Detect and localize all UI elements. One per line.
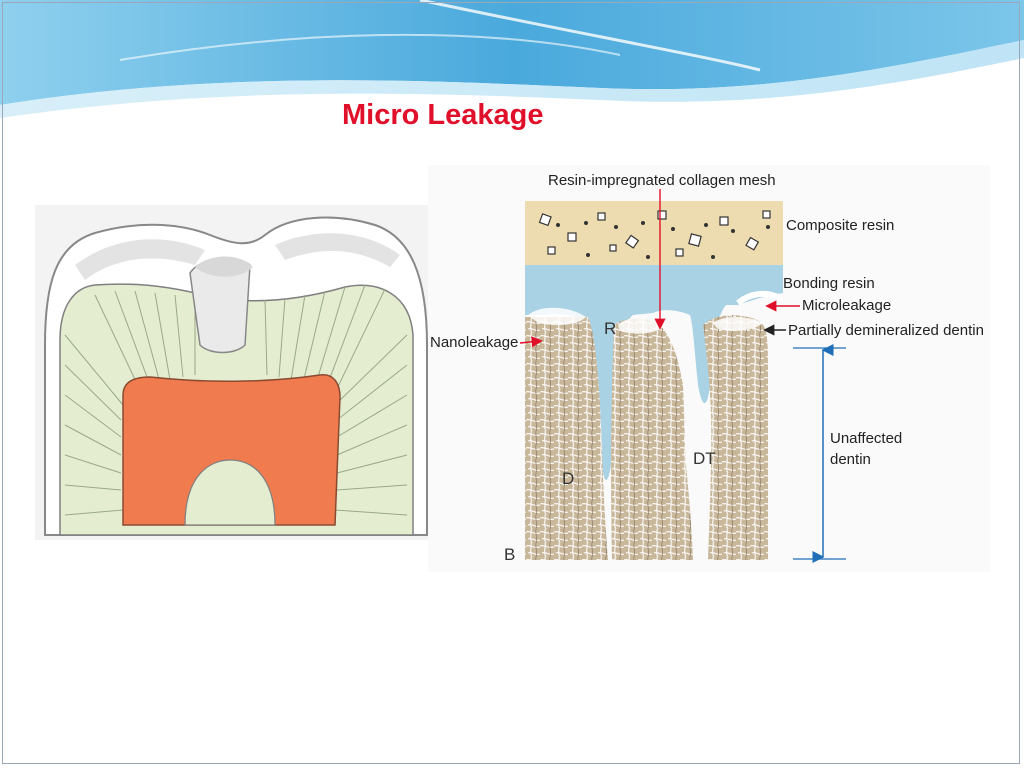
label-microleakage: Microleakage bbox=[802, 297, 892, 314]
annotation-arrows bbox=[519, 189, 846, 563]
label-dentin: dentin bbox=[830, 451, 871, 468]
nanoleakage-arrow bbox=[519, 336, 543, 348]
label-b: B bbox=[504, 545, 516, 564]
label-partially-demineralized: Partially demineralized dentin bbox=[788, 322, 984, 339]
label-r: R bbox=[604, 319, 617, 338]
label-composite-resin: Composite resin bbox=[786, 217, 895, 234]
slide-title: Micro Leakage bbox=[342, 99, 544, 131]
label-nanoleakage: Nanoleakage bbox=[430, 334, 519, 351]
interface-diagram-graphic bbox=[525, 201, 783, 560]
label-dt: DT bbox=[693, 449, 716, 468]
tooth-cross-section-icon bbox=[35, 205, 435, 540]
label-unaffected: Unaffected bbox=[830, 430, 903, 447]
header-wave-decoration bbox=[0, 0, 1024, 118]
label-d: D bbox=[562, 469, 575, 488]
label-resin-mesh: Resin-impregnated collagen mesh bbox=[548, 172, 776, 189]
label-bonding-resin: Bonding resin bbox=[783, 275, 875, 292]
